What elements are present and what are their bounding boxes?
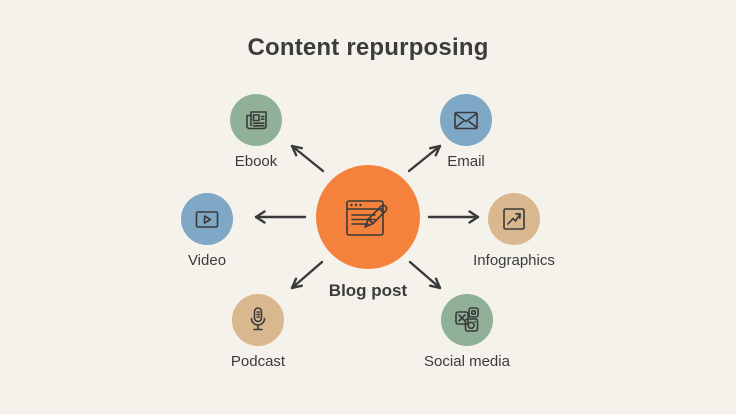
node-ebook: Ebook [201, 94, 311, 170]
node-label: Email [447, 153, 485, 170]
podcast-circle [232, 294, 284, 346]
infographics-circle [488, 193, 540, 245]
email-circle [440, 94, 492, 146]
ebook-circle [230, 94, 282, 146]
blog-post-circle [316, 165, 420, 269]
node-label: Infographics [473, 252, 555, 269]
podcast-icon [250, 307, 266, 331]
ebook-icon [246, 111, 267, 130]
node-podcast: Podcast [203, 294, 313, 370]
blog-post-icon [346, 200, 388, 236]
video-icon [195, 211, 219, 228]
node-label: Social media [424, 353, 510, 370]
node-social-media: Social media [412, 294, 522, 370]
node-video: Video [152, 193, 262, 269]
node-infographics: Infographics [459, 193, 569, 269]
infographics-icon [503, 208, 525, 230]
node-label: Blog post [328, 281, 408, 300]
node-label: Video [187, 252, 227, 269]
node-label: Ebook [234, 153, 278, 170]
video-circle [181, 193, 233, 245]
social-media-circle [441, 294, 493, 346]
node-label: Podcast [230, 353, 286, 370]
node-blog-post: Blog post [298, 165, 438, 301]
social-media-icon [455, 307, 479, 332]
node-email: Email [411, 94, 521, 170]
email-icon [454, 111, 478, 130]
diagram-title: Content repurposing [247, 34, 489, 61]
